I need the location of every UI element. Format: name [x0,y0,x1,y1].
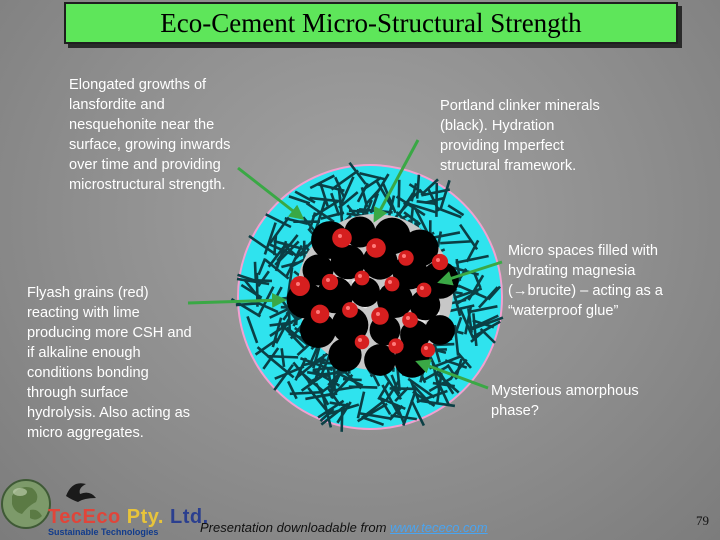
flyash-highlight [388,280,392,284]
flyash-highlight [402,254,406,258]
annotation-amorphous: Mysterious amorphous phase? [491,381,639,421]
needle-crystal [344,379,360,380]
flyash-highlight [316,310,320,314]
flyash-grain [402,312,418,328]
flyash-grain [311,305,330,324]
footer-prefix: Presentation downloadable from [200,520,390,535]
needle-crystal [255,263,256,278]
bird-icon [66,483,96,502]
particle-group [233,164,502,431]
needle-crystal [399,181,400,206]
annotation-clinker: Portland clinker minerals (black). Hydra… [440,96,600,176]
flyash-grain [355,335,370,350]
logo-subtitle: Sustainable Technologies [48,527,158,537]
annotation-flyash: Flyash grains (red) reacting with lime p… [27,283,192,443]
clinker-grain [425,315,455,345]
flyash-grain [342,302,358,318]
flyash-highlight [376,312,380,316]
flyash-grain [432,254,448,270]
flyash-grain [290,276,310,296]
needle-crystal [291,392,319,393]
flyash-highlight [392,342,396,346]
flyash-highlight [346,306,350,310]
globe-icon [2,480,50,528]
needle-crystal [441,241,470,243]
annotation-micro-spaces: Micro spaces filled with hydrating magne… [508,241,663,321]
flyash-grain [385,277,400,292]
flyash-highlight [372,244,376,248]
page-number: 79 [696,513,709,529]
footer: Presentation downloadable from www.tecec… [200,520,488,535]
logo-wordmark: TecEco Pty. Ltd. [48,506,209,529]
needle-crystal [342,409,343,431]
flyash-grain [398,250,413,265]
flyash-highlight [296,282,300,286]
flyash-grain [417,283,432,298]
flyash-highlight [326,278,330,282]
flyash-grain [366,238,386,258]
flyash-highlight [406,316,410,320]
flyash-grain [388,338,403,353]
flyash-highlight [436,258,440,262]
annotation-crystal-growth: Elongated growths of lansfordite and nes… [69,75,230,195]
flyash-highlight [420,286,424,290]
flyash-grain [421,343,435,357]
flyash-highlight [424,346,428,350]
flyash-grain [322,274,338,290]
needle-crystal [417,176,419,197]
flyash-grain [332,228,352,248]
flyash-highlight [358,338,362,342]
flyash-highlight [338,234,342,238]
tececo-link[interactable]: www.tececo.com [390,520,488,535]
flyash-grain [371,307,389,325]
flyash-highlight [358,274,362,278]
flyash-grain [355,271,370,286]
